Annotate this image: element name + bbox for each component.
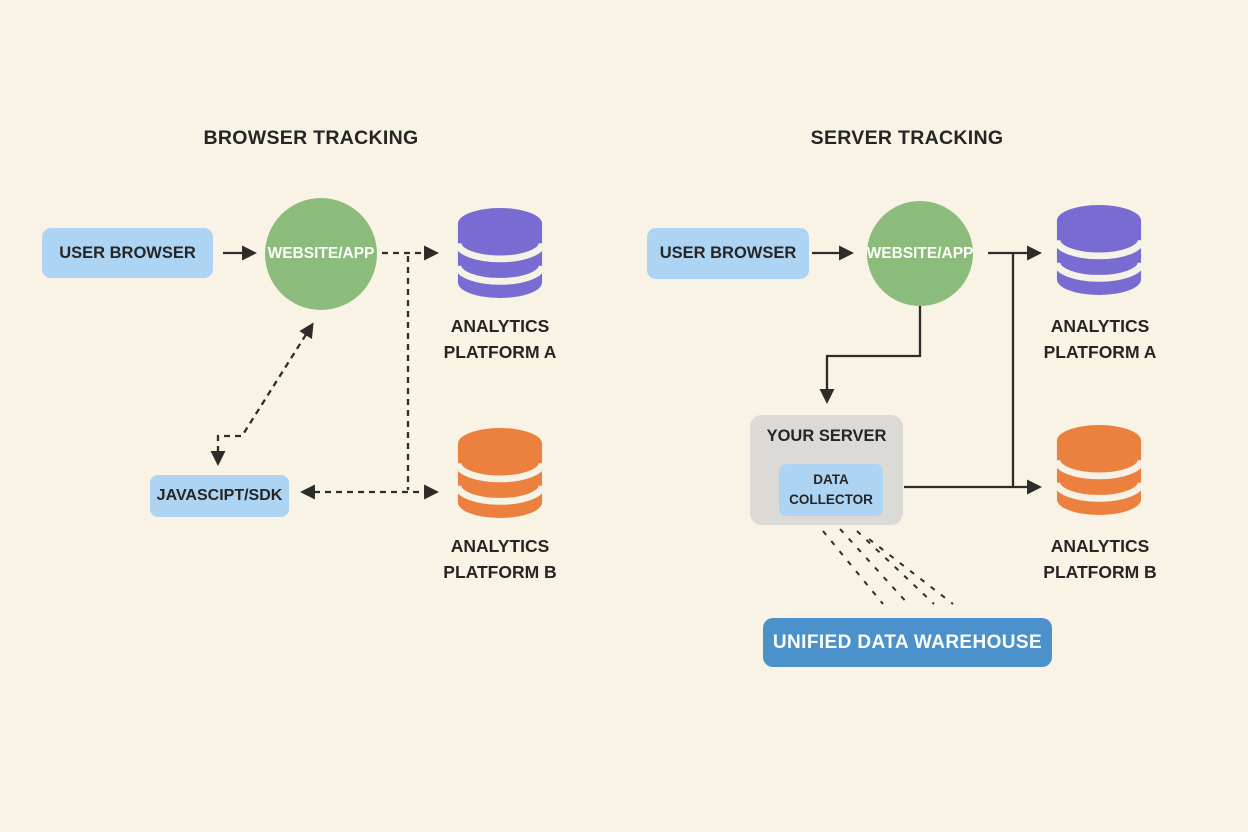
your-server-box: YOUR SERVER DATA COLLECTOR (750, 415, 903, 525)
analytics-platform-b-database-icon-left (454, 426, 546, 525)
label-line: PLATFORM B (1043, 562, 1157, 582)
user-browser-box-left: USER BROWSER (42, 228, 213, 278)
label-line: PLATFORM B (443, 562, 557, 582)
unified-data-warehouse-box: UNIFIED DATA WAREHOUSE (763, 618, 1052, 667)
analytics-platform-b-database-icon-right (1053, 423, 1145, 522)
analytics-platform-a-database-icon-right (1053, 203, 1145, 302)
javascript-sdk-box: JAVASCIPT/SDK (150, 475, 289, 517)
label-line: ANALYTICS (1050, 316, 1150, 336)
server-tracking-title: SERVER TRACKING (810, 127, 1004, 149)
user-browser-box-right: USER BROWSER (647, 228, 809, 279)
analytics-platform-b-label-left: ANALYTICS PLATFORM B (410, 533, 590, 585)
arrow-website-to-server (819, 306, 922, 404)
data-collector-box: DATA COLLECTOR (779, 464, 883, 516)
website-app-circle-left: WEBSITE/APP (265, 198, 377, 310)
label-line: ANALYTICS (450, 316, 550, 336)
dashed-fan-line-2 (839, 528, 910, 606)
dashed-fan-line-3 (856, 530, 935, 605)
label-line: ANALYTICS (1050, 536, 1150, 556)
label-line: PLATFORM A (1043, 342, 1157, 362)
dashed-fan-line-4 (868, 538, 954, 605)
dashed-arrow-website-sdk (210, 322, 314, 466)
analytics-platform-a-label-left: ANALYTICS PLATFORM A (410, 313, 590, 365)
analytics-platform-b-label-right: ANALYTICS PLATFORM B (1010, 533, 1190, 585)
label-line: ANALYTICS (450, 536, 550, 556)
analytics-platform-a-database-icon-left (454, 206, 546, 305)
website-app-circle-right: WEBSITE/APP (867, 201, 973, 306)
your-server-label: YOUR SERVER (766, 427, 887, 445)
analytics-platform-a-label-right: ANALYTICS PLATFORM A (1010, 313, 1190, 365)
label-line: PLATFORM A (443, 342, 557, 362)
dashed-fan-line-1 (822, 530, 884, 605)
browser-tracking-title: BROWSER TRACKING (203, 127, 419, 149)
